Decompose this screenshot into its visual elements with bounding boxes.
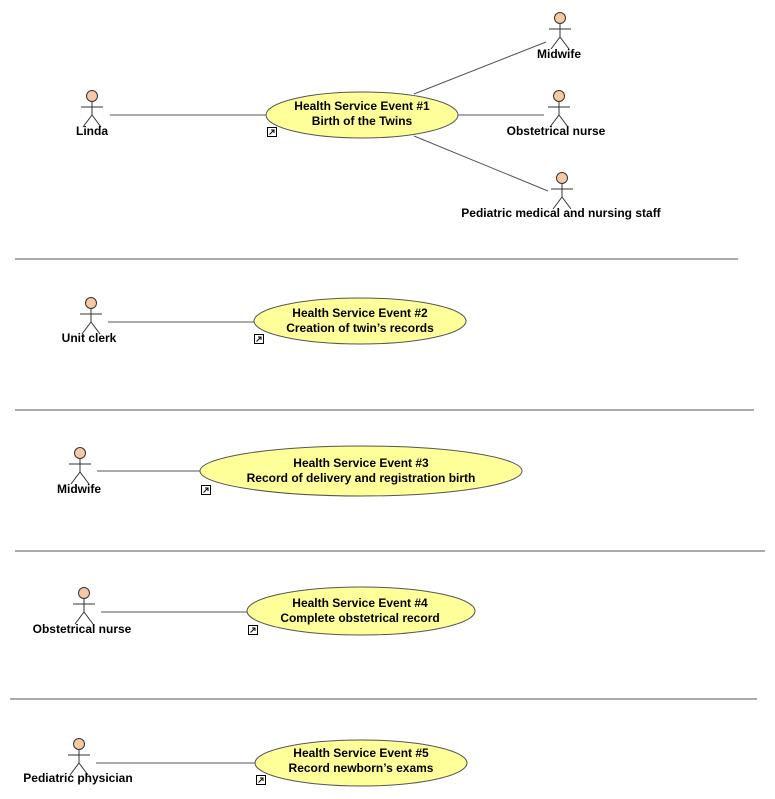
- actor-linda[interactable]: Linda: [76, 90, 108, 139]
- section-5: Pediatric physician Health Service Event…: [23, 738, 468, 787]
- actor-label: Obstetrical nurse: [507, 124, 606, 138]
- stick-figure-icon: [79, 297, 103, 335]
- use-case-5[interactable]: Health Service Event #5 Record newborn’s…: [254, 739, 468, 787]
- use-case-3[interactable]: Health Service Event #3 Record of delive…: [199, 445, 523, 497]
- stick-figure-icon: [80, 90, 104, 128]
- section-3: Midwife Health Service Event #3 Record o…: [57, 445, 523, 497]
- actor-midwife-top[interactable]: Midwife: [537, 12, 581, 62]
- use-case-subtitle: Birth of the Twins: [312, 114, 413, 128]
- actor-label: Midwife: [57, 482, 101, 496]
- association-uc1-midwife: [413, 41, 547, 95]
- actor-midwife[interactable]: Midwife: [57, 447, 101, 497]
- use-case-1[interactable]: Health Service Event #1 Birth of the Twi…: [265, 91, 459, 139]
- use-case-title: Health Service Event #4: [292, 596, 428, 610]
- use-case-subtitle: Creation of twin’s records: [286, 321, 434, 335]
- use-case-4[interactable]: Health Service Event #4 Complete obstetr…: [246, 586, 476, 636]
- stick-figure-icon: [72, 587, 96, 625]
- actor-label: Pediatric physician: [23, 771, 132, 785]
- actor-label: Midwife: [537, 47, 581, 61]
- section-4: Obstetrical nurse Health Service Event #…: [33, 586, 476, 637]
- link-arrow-icon[interactable]: [254, 334, 264, 344]
- link-arrow-icon[interactable]: [201, 485, 211, 495]
- use-case-subtitle: Record newborn’s exams: [289, 761, 434, 775]
- actor-obstetrical-nurse-top[interactable]: Obstetrical nurse: [507, 90, 606, 139]
- use-case-title: Health Service Event #3: [293, 456, 429, 470]
- actor-obstetrical-nurse[interactable]: Obstetrical nurse: [33, 587, 132, 637]
- use-case-title: Health Service Event #1: [294, 99, 430, 113]
- link-arrow-icon[interactable]: [248, 625, 258, 635]
- use-case-title: Health Service Event #5: [293, 746, 429, 760]
- actor-label: Pediatric medical and nursing staff: [461, 206, 661, 220]
- stick-figure-icon: [550, 172, 574, 210]
- section-1: Linda Midwife Obstetrical nurse Pediatri…: [76, 12, 662, 221]
- actor-label: Unit clerk: [62, 331, 117, 345]
- link-arrow-icon[interactable]: [267, 127, 277, 137]
- actor-label: Obstetrical nurse: [33, 622, 132, 636]
- use-case-title: Health Service Event #2: [292, 306, 428, 320]
- stick-figure-icon: [67, 738, 91, 776]
- section-2: Unit clerk Health Service Event #2 Creat…: [62, 297, 467, 346]
- association-uc1-pediatric-staff: [413, 135, 549, 192]
- stick-figure-icon: [548, 12, 572, 50]
- actor-pediatric-physician[interactable]: Pediatric physician: [23, 738, 133, 786]
- use-case-subtitle: Complete obstetrical record: [280, 611, 439, 625]
- actor-pediatric-staff[interactable]: Pediatric medical and nursing staff: [461, 172, 662, 221]
- use-case-subtitle: Record of delivery and registration birt…: [247, 471, 476, 485]
- actor-label: Linda: [76, 124, 108, 138]
- use-case-2[interactable]: Health Service Event #2 Creation of twin…: [253, 297, 467, 345]
- link-arrow-icon[interactable]: [256, 775, 266, 785]
- stick-figure-icon: [547, 90, 571, 128]
- stick-figure-icon: [68, 447, 92, 485]
- actor-unit-clerk[interactable]: Unit clerk: [62, 297, 117, 346]
